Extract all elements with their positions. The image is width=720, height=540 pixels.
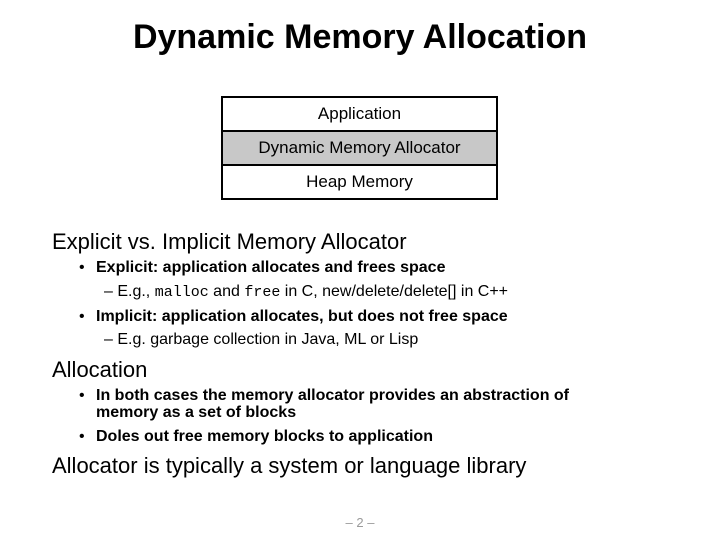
bullet-abstraction-line2: memory as a set of blocks [96, 404, 297, 421]
page-number: – 2 – [345, 515, 375, 530]
layer-heap-memory: Heap Memory [221, 164, 498, 200]
sub-text: – E.g., [104, 283, 155, 300]
bullet-abstraction: • In both cases the memory allocator prov… [79, 387, 569, 421]
sub-text: in C, new/delete/delete[] in C++ [280, 283, 509, 300]
layer-dynamic-memory-allocator: Dynamic Memory Allocator [221, 130, 498, 166]
bullet-dot: • [79, 308, 85, 325]
bullet-dot: • [79, 259, 85, 276]
section-heading-allocation: Allocation [52, 357, 148, 382]
bullet-implicit: • Implicit: application allocates, but do… [79, 308, 508, 326]
bullet-doles-out: • Doles out free memory blocks to applica… [79, 428, 433, 446]
bullet-abstraction-line1: In both cases the memory allocator provi… [96, 387, 570, 404]
code-malloc: malloc [154, 284, 209, 301]
layer-stack-diagram: Application Dynamic Memory Allocator Hea… [221, 96, 498, 200]
layer-application: Application [221, 96, 498, 132]
bullet-doles-out-text: Doles out free memory blocks to applicat… [96, 428, 433, 445]
bullet-explicit: • Explicit: application allocates and fre… [79, 259, 445, 277]
bullet-dot: • [79, 428, 85, 445]
code-free: free [244, 284, 281, 301]
sub-text: and [208, 283, 245, 300]
bullet-dot: • [79, 387, 85, 404]
sub-bullet-explicit-example: – E.g., malloc and free in C, new/delete… [104, 283, 508, 301]
section-heading-allocator-library: Allocator is typically a system or langu… [52, 453, 527, 478]
bullet-explicit-text: Explicit: application allocates and free… [96, 259, 446, 276]
bullet-implicit-text: Implicit: application allocates, but doe… [96, 308, 508, 325]
section-heading-explicit-implicit: Explicit vs. Implicit Memory Allocator [52, 229, 407, 254]
sub-bullet-implicit-example: – E.g. garbage collection in Java, ML or… [104, 331, 419, 348]
slide-title: Dynamic Memory Allocation [132, 18, 588, 56]
